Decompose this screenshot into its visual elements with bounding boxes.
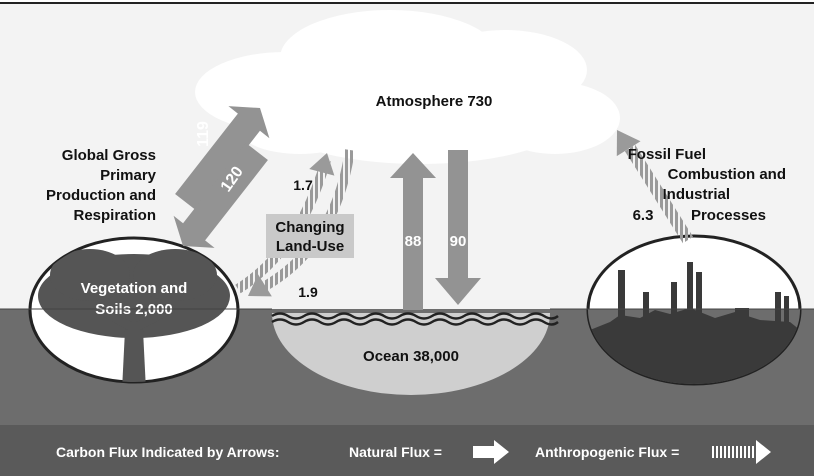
legend-natural-arrow bbox=[473, 440, 509, 464]
fossil-line: Combustion and bbox=[668, 166, 786, 183]
flux-label-atm-to-ocean: 90 bbox=[450, 233, 467, 250]
legend-bar bbox=[0, 425, 814, 476]
land-use-label: Changing Land-Use bbox=[275, 219, 344, 255]
arrowhead-fossil-to-atm bbox=[616, 130, 641, 157]
vegetation-line: Vegetation and bbox=[81, 280, 188, 297]
land-use-line: Changing bbox=[275, 219, 344, 236]
fossil-line: Fossil Fuel bbox=[628, 146, 706, 163]
arrow-fossil-to-atm bbox=[624, 144, 694, 244]
gpp-label: Global Gross Primary Production and Resp… bbox=[46, 147, 157, 224]
flux-label-landuse-to-atm: 1.7 bbox=[293, 177, 313, 193]
arrow-ocean-to-atm bbox=[390, 153, 436, 310]
arrowhead-atm-to-landuse bbox=[248, 274, 272, 297]
flux-label-veg-to-atm: 119 bbox=[195, 121, 212, 147]
arrow-atm-to-veg bbox=[173, 142, 268, 248]
ocean-wave-line bbox=[271, 312, 559, 320]
gpp-line: Production and bbox=[46, 187, 156, 204]
land-use-line: Land-Use bbox=[276, 238, 344, 255]
ocean-basin bbox=[272, 313, 550, 395]
arrow-veg-to-atm bbox=[175, 106, 270, 212]
fossil-line: Processes bbox=[691, 207, 766, 224]
gpp-line: Primary bbox=[100, 167, 157, 184]
legend-anthropogenic-arrow bbox=[712, 440, 771, 464]
legend-natural-label: Natural Flux = bbox=[349, 444, 442, 460]
legend-title: Carbon Flux Indicated by Arrows: bbox=[56, 444, 280, 460]
flux-label-atm-to-landuse: 1.9 bbox=[298, 284, 318, 300]
gpp-line: Respiration bbox=[73, 207, 156, 224]
arrow-atm-to-ocean bbox=[435, 150, 481, 305]
ocean-wave-line bbox=[271, 318, 559, 326]
legend-anthropogenic-label: Anthropogenic Flux = bbox=[535, 444, 679, 460]
tree-icon bbox=[38, 249, 230, 382]
gpp-line: Global Gross bbox=[62, 147, 156, 164]
flux-label-fossil-to-atm: 6.3 bbox=[633, 207, 654, 224]
flux-label-ocean-to-atm: 88 bbox=[405, 233, 422, 250]
land-use-box bbox=[266, 214, 354, 258]
atmosphere-label: Atmosphere 730 bbox=[376, 93, 493, 110]
arrowhead-landuse-to-atm bbox=[309, 153, 335, 176]
fossil-line: Industrial bbox=[662, 186, 730, 203]
atmosphere-cloud bbox=[195, 10, 620, 164]
ocean-label: Ocean 38,000 bbox=[363, 348, 459, 365]
fossil-label: Fossil Fuel Combustion and Industrial Pr… bbox=[628, 146, 786, 224]
